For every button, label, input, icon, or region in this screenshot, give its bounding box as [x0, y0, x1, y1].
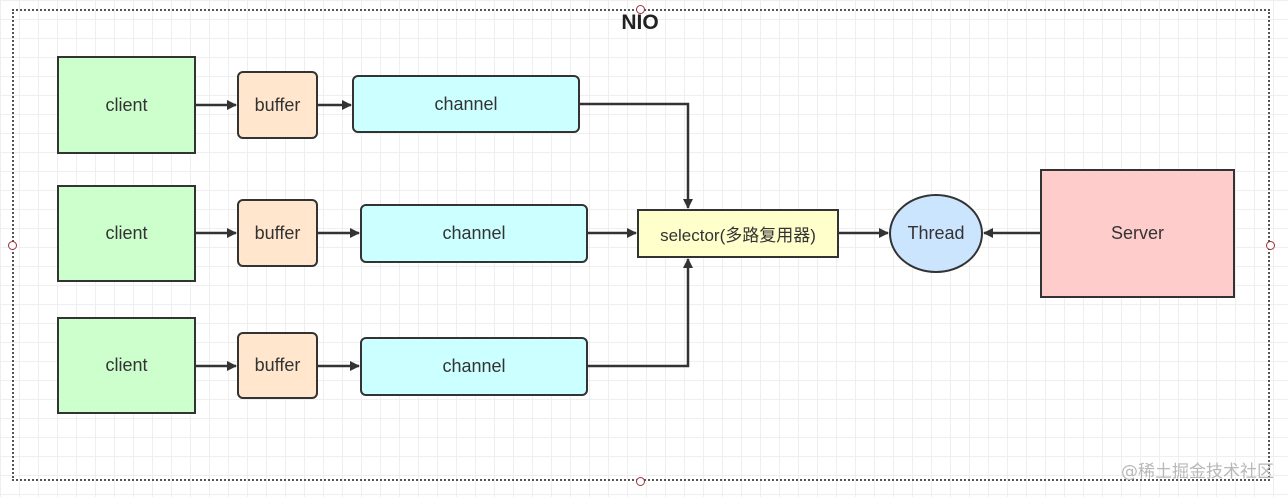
- client-label-1: client: [105, 94, 148, 115]
- buffer-node-3[interactable]: buffer: [237, 332, 318, 399]
- watermark-text: @稀土掘金技术社区: [1121, 462, 1274, 482]
- channel-label-3: channel: [442, 356, 506, 376]
- channel-label-2: channel: [442, 223, 506, 243]
- buffer-node-2[interactable]: buffer: [237, 199, 318, 267]
- channel-node-3[interactable]: channel: [360, 337, 588, 396]
- selector-label: selector(多路复用器): [660, 226, 816, 245]
- client-label-2: client: [105, 223, 148, 243]
- edge-channel3-selector: [588, 258, 693, 368]
- buffer-label-1: buffer: [254, 94, 301, 115]
- buffer-label-2: buffer: [254, 222, 301, 243]
- buffer-node-1[interactable]: buffer: [237, 71, 318, 139]
- frame-handle-bottom[interactable]: [636, 477, 645, 486]
- thread-node[interactable]: Thread: [889, 194, 983, 273]
- client-label-3: client: [105, 355, 148, 375]
- client-node-3[interactable]: client: [57, 317, 196, 414]
- thread-label: Thread: [907, 223, 965, 243]
- frame-handle-left[interactable]: [8, 241, 17, 250]
- server-label: Server: [1110, 223, 1164, 243]
- buffer-label-3: buffer: [254, 355, 301, 375]
- diagram-title: NIO: [621, 11, 659, 34]
- frame-handle-top[interactable]: [636, 5, 645, 14]
- edge-channel1-selector: [580, 102, 693, 209]
- client-node-2[interactable]: client: [57, 185, 196, 282]
- frame-handle-right[interactable]: [1266, 241, 1275, 250]
- selector-node[interactable]: selector(多路复用器): [637, 209, 839, 258]
- client-node-1[interactable]: client: [57, 56, 196, 154]
- channel-label-1: channel: [434, 93, 498, 114]
- channel-node-1[interactable]: channel: [352, 75, 580, 133]
- server-node[interactable]: Server: [1040, 169, 1235, 298]
- channel-node-2[interactable]: channel: [360, 204, 588, 263]
